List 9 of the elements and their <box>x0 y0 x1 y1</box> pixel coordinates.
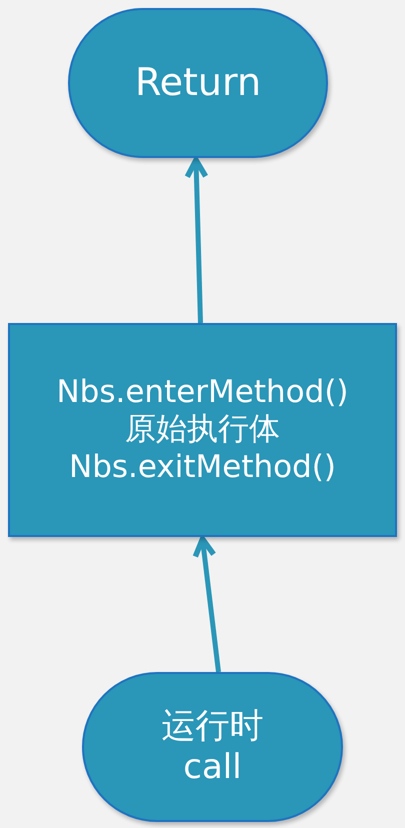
node-text: Nbs.exitMethod() <box>69 448 336 486</box>
node-text: call <box>183 747 242 788</box>
node-text: Nbs.enterMethod() <box>56 374 349 412</box>
node-text: 原始执行体 <box>125 411 280 449</box>
node-text: 运行时 <box>162 706 264 747</box>
arrow <box>192 536 221 672</box>
node-text: Return <box>134 60 262 106</box>
arrow <box>184 157 208 324</box>
process-box <box>8 323 397 537</box>
